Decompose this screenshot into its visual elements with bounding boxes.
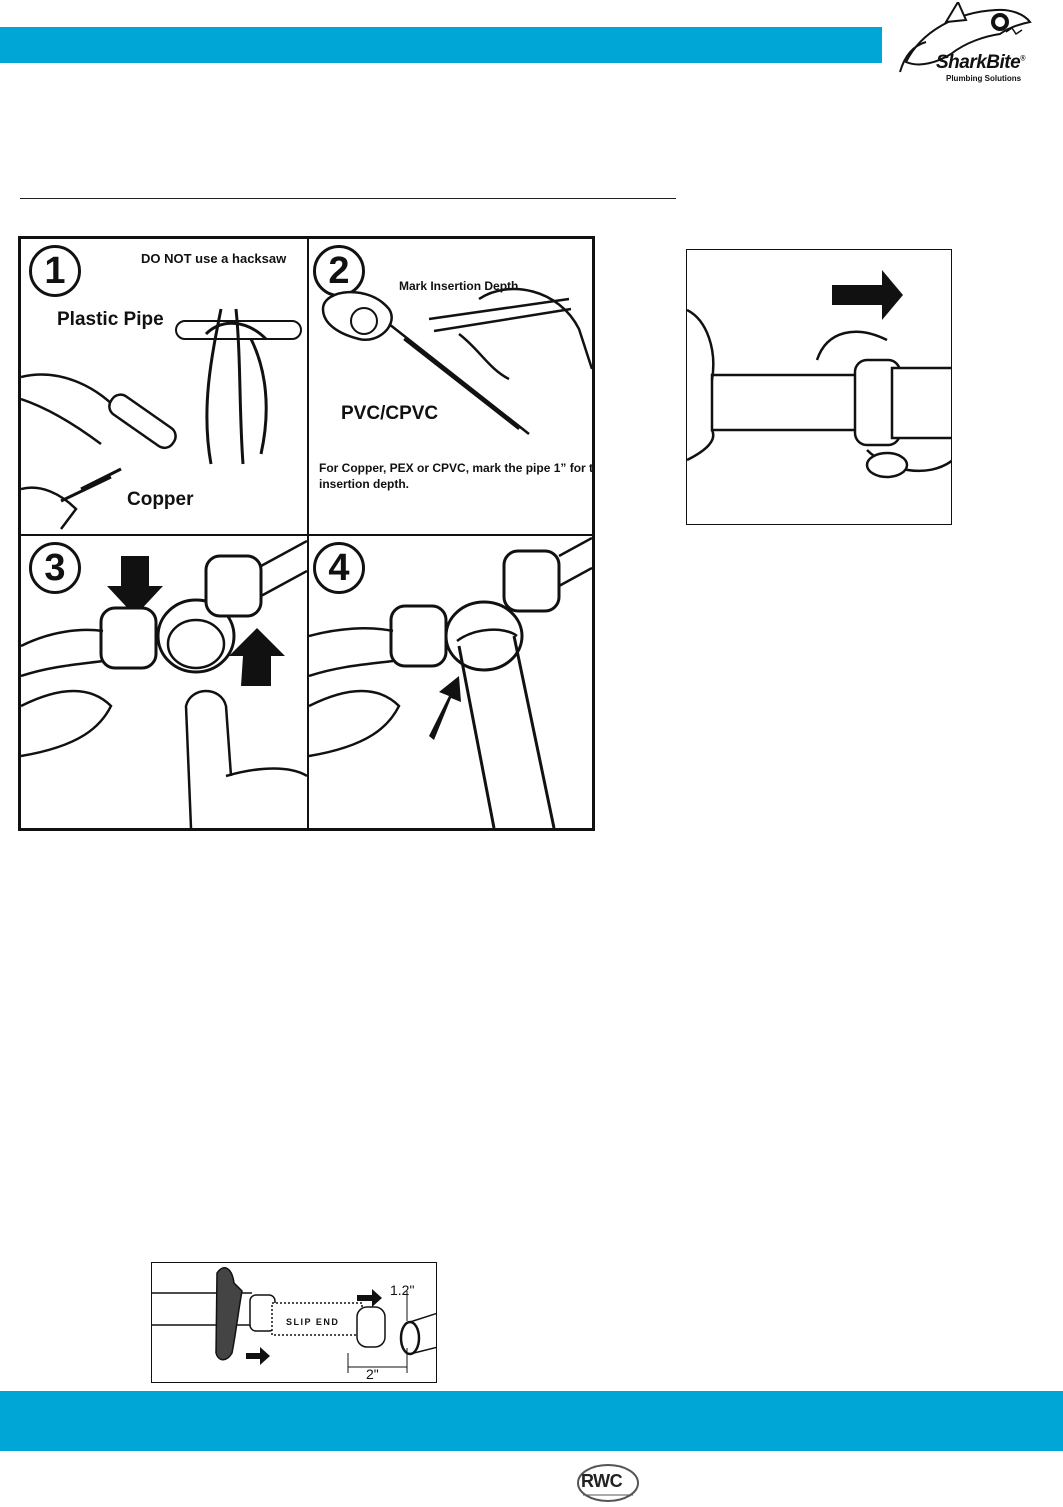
footer-bar xyxy=(0,1391,1063,1451)
step-3-panel: 3 xyxy=(21,536,307,828)
logo-brand-name: SharkBite® xyxy=(936,52,1025,74)
rwc-logo: RWC xyxy=(575,1463,641,1503)
marking-pipe-illustration xyxy=(309,239,592,534)
dim-top-label: 1.2" xyxy=(390,1282,414,1298)
slip-coupling-drawing: SLIP END 1.2" 2" xyxy=(152,1263,437,1383)
step-4-panel: 4 xyxy=(309,536,592,828)
slip-coupling-illustration: SLIP END 1.2" 2" xyxy=(151,1262,437,1383)
sharkbite-logo: SharkBite® Plumbing Solutions xyxy=(896,2,1046,86)
push-fitting-illustration xyxy=(21,536,307,828)
inserted-pipe-illustration xyxy=(309,536,592,828)
removal-illustration xyxy=(686,249,952,525)
logo-subtitle: Plumbing Solutions xyxy=(946,74,1021,83)
rwc-logo-text: RWC xyxy=(581,1471,622,1492)
section-rule xyxy=(20,198,676,199)
dim-bottom-label: 2" xyxy=(366,1366,379,1382)
installation-steps-figure: 1 DO NOT use a hacksaw Plastic Pipe Copp… xyxy=(18,236,595,831)
release-clip-illustration xyxy=(687,250,952,525)
step-1-panel: 1 DO NOT use a hacksaw Plastic Pipe Copp… xyxy=(21,239,307,534)
pipe-cutter-illustration xyxy=(21,239,307,534)
slip-end-label: SLIP END xyxy=(286,1317,339,1327)
step-2-panel: 2 Mark Insertion Depth PVC/CPVC For Copp… xyxy=(309,239,592,534)
header-bar xyxy=(0,27,882,63)
